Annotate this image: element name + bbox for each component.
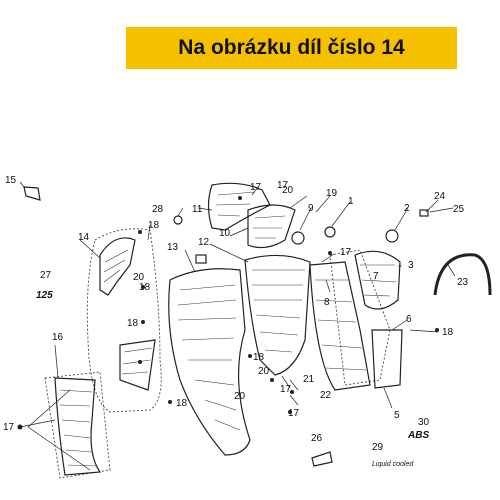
callout-17f: 17 — [277, 180, 289, 191]
part-16-lower-panel — [54, 377, 102, 476]
callout-28: 28 — [152, 204, 164, 215]
leader-lines — [19, 181, 456, 471]
part-7-side-cover — [354, 250, 401, 310]
part-5-bracket — [371, 329, 403, 389]
callout-11: 11 — [192, 204, 203, 215]
callout-17e: 17 — [3, 422, 15, 433]
callout-18c: 18 — [127, 318, 139, 329]
callout-18b: 18 — [139, 282, 151, 293]
callout-8: 8 — [324, 297, 330, 308]
part-14-dashed-outline — [86, 228, 162, 413]
callout-20d: 20 — [234, 391, 246, 402]
part-10-cover — [247, 204, 296, 249]
part-23-strip — [433, 253, 492, 296]
callout-30: 30 — [418, 417, 430, 428]
callout-18d: 18 — [442, 327, 454, 338]
part-12-inner-panel — [244, 254, 311, 376]
callout-16: 16 — [52, 332, 64, 343]
part-bolt — [195, 254, 207, 264]
part-16-dashed-outline — [44, 371, 111, 479]
callout-5: 5 — [394, 410, 400, 421]
callout-29: 29 — [372, 442, 384, 453]
callout-14: 14 — [78, 232, 90, 243]
callout-19: 19 — [326, 188, 338, 199]
part-11-cover — [207, 182, 271, 231]
callout-10: 10 — [219, 228, 231, 239]
callout-1: 1 — [348, 196, 354, 207]
callout-2: 2 — [404, 203, 410, 214]
callout-3: 3 — [408, 260, 414, 271]
callout-15: 15 — [5, 175, 17, 186]
callout-20c: 20 — [258, 366, 270, 377]
callout-18: 18 — [148, 220, 160, 231]
callout-12: 12 — [198, 237, 210, 248]
callout-7: 7 — [373, 271, 379, 282]
callout-22: 22 — [320, 390, 332, 401]
part-13-leg-shield — [168, 268, 251, 456]
part-9-grommet — [291, 231, 305, 245]
part-2-grommet — [385, 229, 399, 243]
callout-24: 24 — [434, 191, 446, 202]
decal-abs: ABS — [407, 430, 429, 441]
part-24-clip — [419, 209, 429, 217]
part-15-bracket — [23, 186, 41, 201]
part-28-clip — [173, 215, 183, 225]
decal-26 — [311, 451, 333, 467]
callout-18e: 18 — [253, 352, 265, 363]
callout-13: 13 — [167, 242, 179, 253]
callout-17b: 17 — [340, 247, 352, 258]
part-number-banner: Na obrázku díl číslo 14 — [126, 27, 457, 69]
callout-27: 27 — [40, 270, 52, 281]
part-small-bracket — [119, 339, 156, 391]
decal-125: 125 — [36, 290, 53, 301]
callout-numbers: 15 28 11 17 20 19 9 1 2 24 25 10 18 14 1… — [3, 175, 469, 453]
decal-liquid-cooled: Liquid cooled — [372, 461, 414, 468]
part-14-front-panel — [99, 237, 136, 296]
callout-23: 23 — [457, 277, 469, 288]
callout-21: 21 — [303, 374, 315, 385]
callout-18f: 18 — [176, 398, 188, 409]
part-8-inner-cover — [309, 261, 371, 391]
fastener-dots — [17, 196, 439, 430]
callout-9: 9 — [308, 203, 314, 214]
banner-text: Na obrázku díl číslo 14 — [178, 36, 405, 59]
callout-25: 25 — [453, 204, 465, 215]
callout-17c: 17 — [280, 384, 292, 395]
callout-20: 20 — [282, 185, 294, 196]
callout-6: 6 — [406, 314, 412, 325]
callout-17: 17 — [250, 182, 262, 193]
right-dashed-outline — [329, 249, 391, 386]
part-1-grommet — [324, 226, 336, 238]
callout-20b: 20 — [133, 272, 145, 283]
callout-17d: 17 — [288, 408, 300, 419]
callout-26: 26 — [311, 433, 323, 444]
